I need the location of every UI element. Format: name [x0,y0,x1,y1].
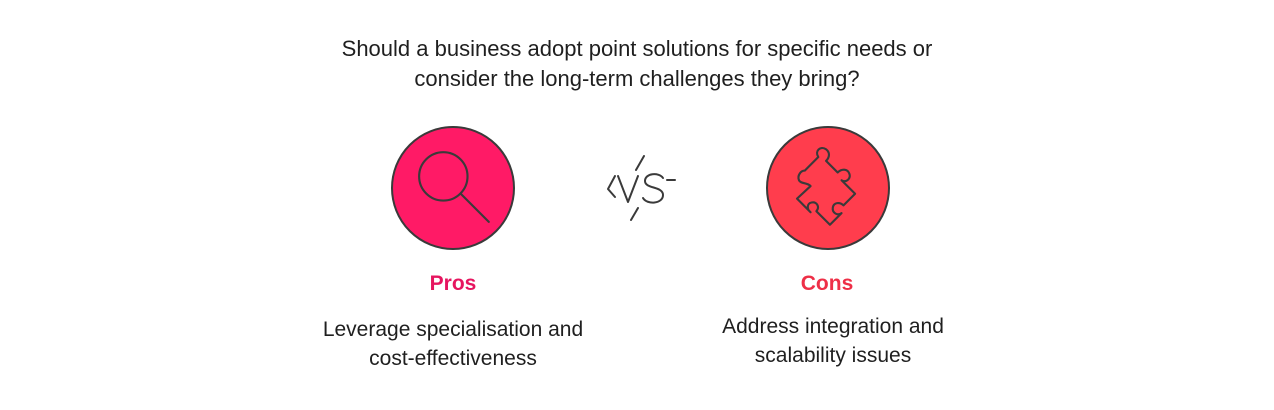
vs-lightning-icon [607,155,676,221]
magnifying-glass-icon [418,151,490,223]
cons-description-line-1: Address integration and [722,315,944,338]
question-title: Should a business adopt point solutions … [237,34,1037,94]
cons-heading: Cons [800,272,854,295]
cons-circle [766,126,890,250]
pros-description-line-2: cost-effectiveness [369,347,537,370]
cons-description: Address integration and scalability issu… [673,312,993,370]
pros-circle [391,126,515,250]
pros-heading: Pros [429,272,477,295]
question-line-2: consider the long-term challenges they b… [414,66,860,91]
question-line-1: Should a business adopt point solutions … [341,36,933,61]
pros-description-line-1: Leverage specialisation and [322,318,584,341]
cons-description-line-2: scalability issues [754,344,912,367]
pros-description: Leverage specialisation and cost-effecti… [293,315,613,373]
puzzle-piece-icon [795,146,857,226]
